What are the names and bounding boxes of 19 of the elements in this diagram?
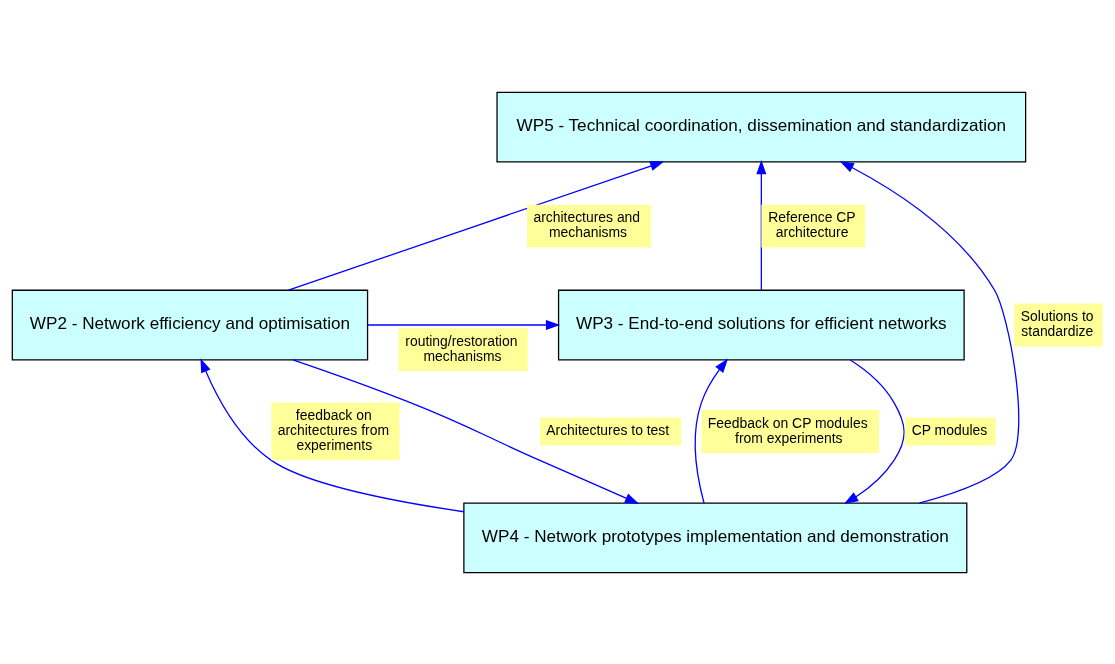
edge-label: routing/restoration mechanisms [405, 332, 518, 364]
arrow [839, 160, 1020, 504]
edge-label: Feedback on CP modules from experiments [707, 414, 868, 446]
arrow [287, 160, 665, 291]
edge-label: CP modules [911, 421, 988, 438]
node-box: WP4 - Network prototypes implementation and demonstration [463, 502, 968, 573]
edge-label: architectures and mechanisms [533, 208, 641, 240]
edge-label: Reference CP architecture [768, 208, 856, 240]
arrow [366, 319, 561, 330]
node-box: WP5 - Technical coordination, dissemination and standardization [496, 91, 1027, 162]
node-box: WP3 - End-to-end solutions for efficient networks [557, 289, 965, 360]
edge-label: Solutions to standardize [1020, 307, 1094, 339]
arrow [694, 358, 729, 504]
edge-label: feedback on architectures from experiments [277, 406, 389, 453]
node-box: WP2 - Network efficiency and optimisation [11, 289, 369, 360]
arrow [843, 358, 905, 504]
arrow [292, 358, 640, 504]
arrow [200, 357, 465, 512]
edge-label: Architectures to test [546, 421, 670, 438]
